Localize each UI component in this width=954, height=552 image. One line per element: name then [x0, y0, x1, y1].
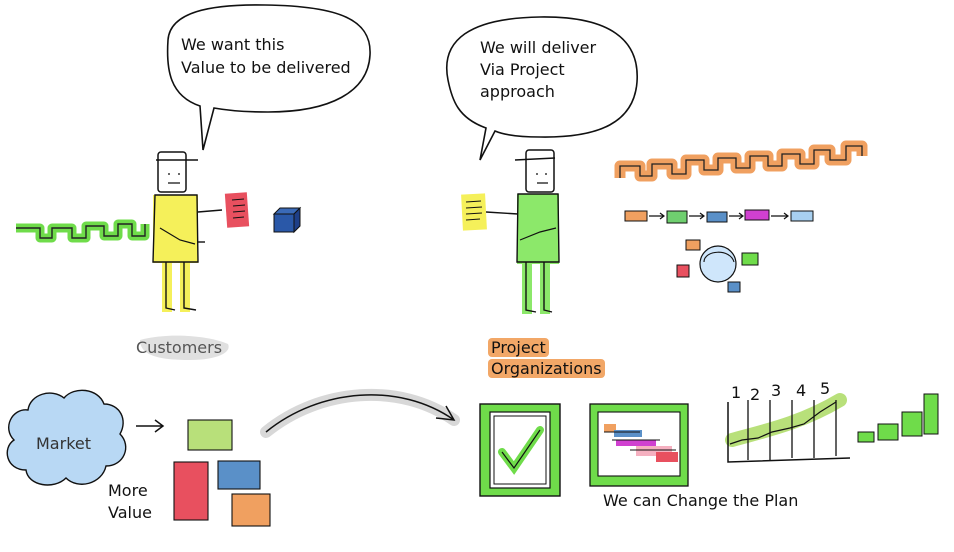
requirements-document: [225, 192, 249, 227]
chart-number-2: 2: [750, 384, 760, 406]
checkmark-box: [480, 404, 560, 496]
transition-arrow: [266, 395, 454, 432]
more-value-label-1: More: [108, 480, 148, 502]
chart-number-1: 1: [731, 382, 741, 404]
process-flow: [625, 210, 813, 223]
customer-bubble-line-1: We want this: [181, 34, 284, 56]
chart-number-5: 5: [820, 378, 830, 400]
increment-blocks: [858, 394, 938, 442]
project-bubble-line-1: We will deliver: [480, 37, 596, 59]
plan-board: [590, 404, 688, 486]
project-orgs-text-1: Project: [488, 338, 549, 357]
more-value-label-2: Value: [108, 502, 152, 524]
project-orgs-label-2: Organizations: [488, 358, 605, 380]
project-orgs-text-2: Organizations: [488, 359, 605, 378]
project-orange-wave: [620, 146, 862, 178]
project-figure: [486, 150, 559, 314]
project-orgs-label-1: Project: [488, 337, 549, 359]
value-cube: [274, 208, 300, 232]
iteration-cycle: [677, 240, 758, 292]
change-plan-label: We can Change the Plan: [603, 490, 798, 512]
iteration-chart: [728, 400, 850, 462]
project-bubble-line-3: approach: [480, 81, 555, 103]
chart-number-4: 4: [796, 380, 806, 402]
customer-bubble-line-2: Value to be delivered: [181, 57, 351, 79]
more-value-blocks: [174, 420, 270, 526]
project-bubble-line-2: Via Project: [480, 59, 565, 81]
chart-number-3: 3: [771, 380, 781, 402]
market-label: Market: [36, 433, 91, 455]
customer-value-wave: [16, 224, 145, 238]
project-document: [461, 193, 487, 230]
customers-label: Customers: [136, 337, 222, 359]
customer-figure: [153, 152, 222, 312]
market-arrow: [136, 420, 163, 432]
